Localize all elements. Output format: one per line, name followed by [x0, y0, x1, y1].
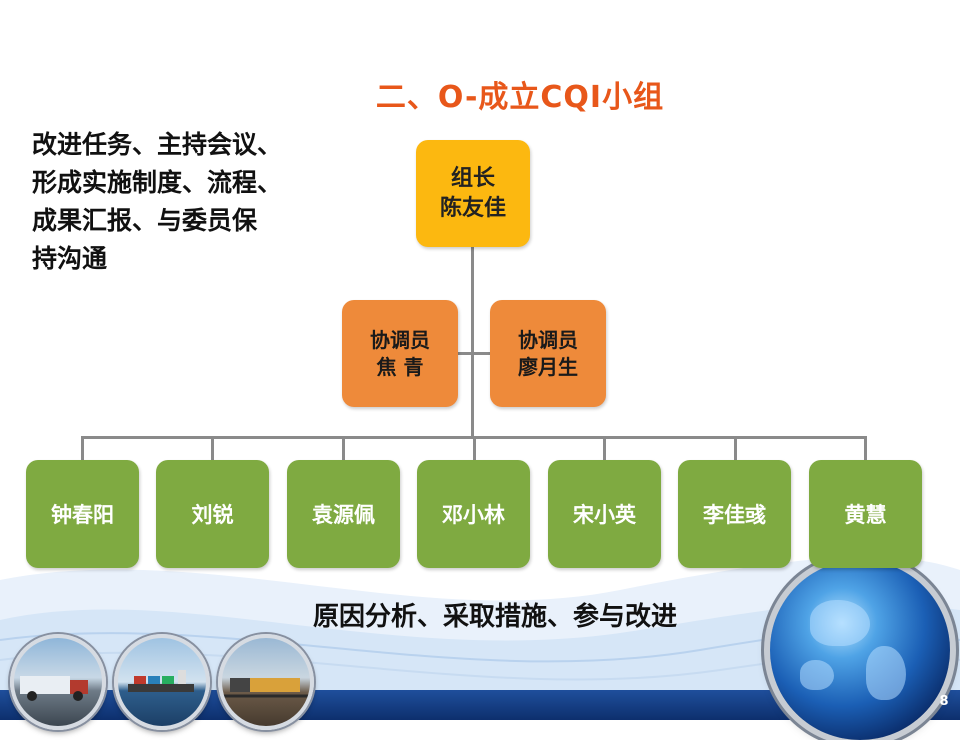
coordinator-box: 协调员 廖月生	[490, 300, 606, 407]
responsibility-line: 成果汇报、与委员保	[32, 206, 258, 235]
connector-member-drop	[864, 436, 867, 460]
slide: 8 二、O-成立CQI小组 改进任务、主持会议、 形成实施制度、流程、 成果汇报…	[0, 80, 960, 740]
slide-title: 二、O-成立CQI小组	[375, 80, 665, 115]
connector-trunk	[471, 247, 474, 438]
coordinator-role: 协调员	[518, 327, 578, 352]
member-box: 李佳彧	[678, 460, 791, 568]
coordinator-role: 协调员	[370, 327, 430, 352]
connector-member-drop	[473, 436, 476, 460]
leader-box: 组长 陈友佳	[416, 140, 530, 247]
train-thumbnail	[218, 634, 314, 730]
connector-member-drop	[603, 436, 606, 460]
member-box: 邓小林	[417, 460, 530, 568]
leader-role: 组长	[450, 165, 495, 191]
member-duties: 原因分析、采取措施、参与改进	[312, 602, 677, 632]
connector-member-drop	[734, 436, 737, 460]
connector-member-drop	[211, 436, 214, 460]
cargo-ship-thumbnail	[114, 634, 210, 730]
coordinator-name: 廖月生	[518, 354, 578, 379]
connector-member-drop	[342, 436, 345, 460]
coordinator-box: 协调员 焦 青	[342, 300, 458, 407]
truck-thumbnail	[10, 634, 106, 730]
member-box: 袁源佩	[287, 460, 400, 568]
responsibility-line: 形成实施制度、流程、	[32, 168, 283, 197]
page-number: 8	[939, 694, 949, 709]
leader-responsibilities: 改进任务、主持会议、 形成实施制度、流程、 成果汇报、与委员保 持沟通	[32, 126, 362, 278]
leader-name: 陈友佳	[439, 195, 506, 221]
connector-left-coordinator	[458, 352, 472, 355]
member-box: 宋小英	[548, 460, 661, 568]
connector-member-drop	[81, 436, 84, 460]
connector-right-coordinator	[473, 352, 491, 355]
globe-graphic	[770, 560, 950, 740]
member-box: 黄慧	[809, 460, 922, 568]
responsibility-line: 持沟通	[32, 244, 108, 273]
responsibility-line: 改进任务、主持会议、	[32, 130, 283, 159]
member-box: 钟春阳	[26, 460, 139, 568]
coordinator-name: 焦 青	[376, 354, 424, 379]
member-box: 刘锐	[156, 460, 269, 568]
